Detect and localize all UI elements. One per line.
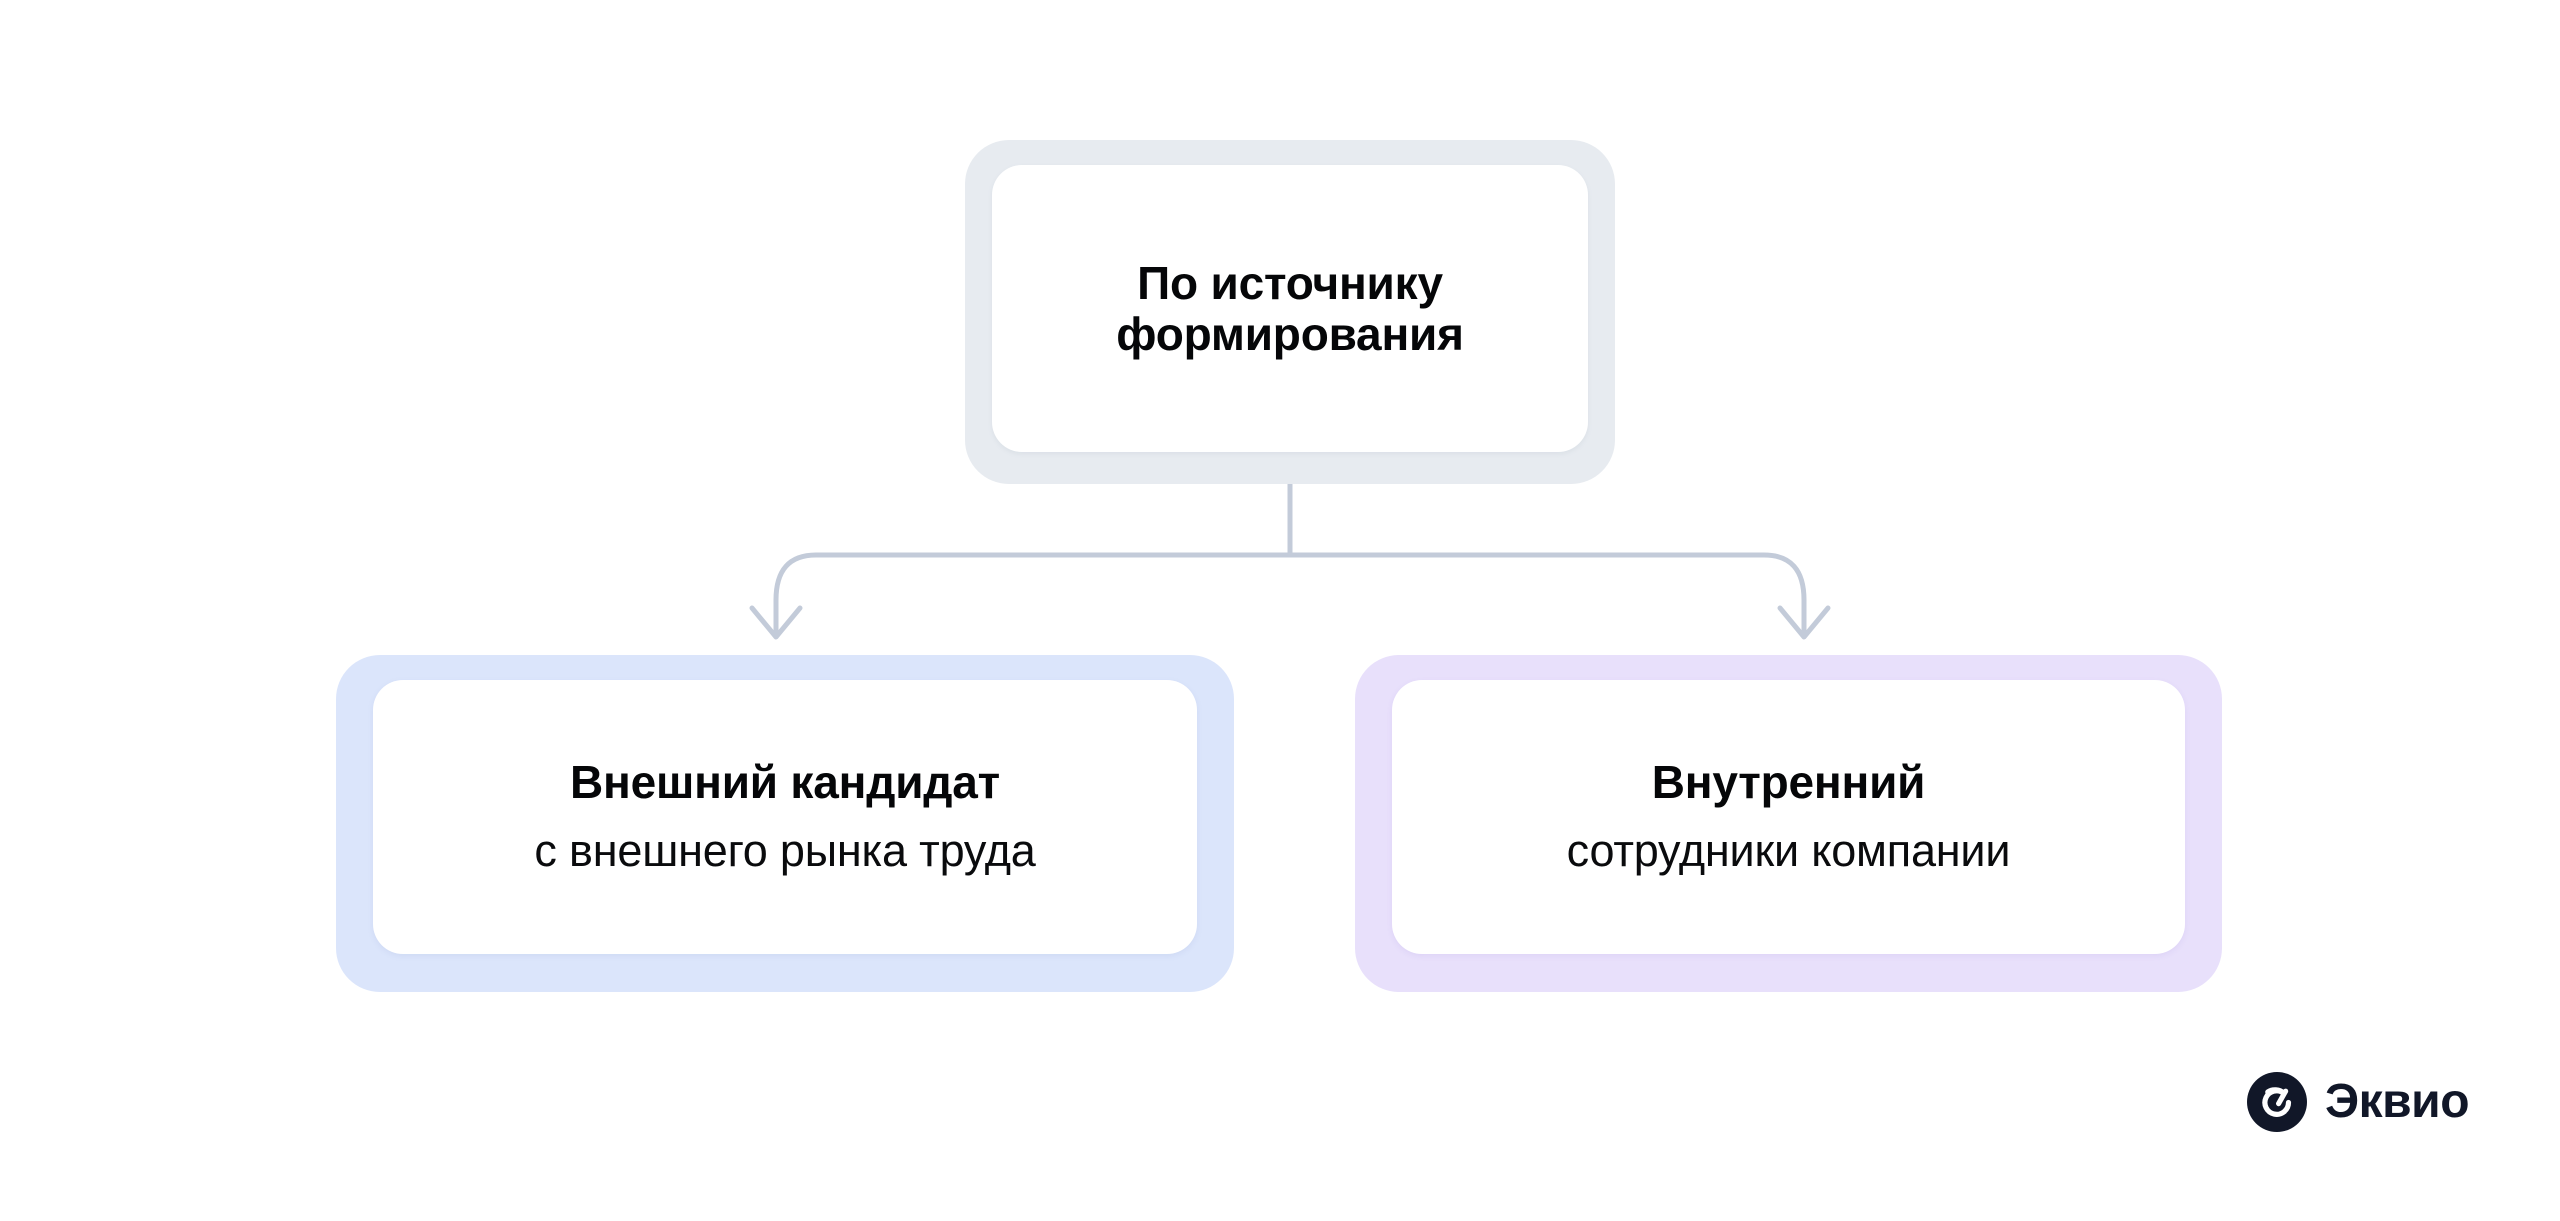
brand-logo: Эквио — [2247, 1072, 2470, 1132]
node-external-card: Внешний кандидат с внешнего рынка труда — [373, 680, 1197, 954]
connector-bar — [773, 552, 1807, 635]
node-root: По источнику формирования — [965, 140, 1615, 484]
node-external-candidate: Внешний кандидат с внешнего рынка труда — [336, 655, 1234, 992]
node-root-title: По источнику формирования — [1116, 256, 1464, 360]
node-root-card: По источнику формирования — [992, 165, 1588, 452]
node-internal-candidate: Внутренний сотрудники компании — [1355, 655, 2222, 992]
brand-logo-wordmark: Эквио — [2325, 1075, 2470, 1128]
node-external-title: Внешний кандидат — [569, 756, 1001, 809]
arrowhead-left-icon — [749, 605, 803, 640]
arrowhead-right-icon — [1777, 605, 1831, 640]
node-internal-title: Внутренний — [1651, 756, 1926, 809]
node-internal-card: Внутренний сотрудники компании — [1392, 680, 2185, 954]
node-internal-subtitle: сотрудники компании — [1566, 824, 2011, 876]
ekvio-circle-icon — [2247, 1072, 2307, 1132]
node-external-subtitle: с внешнего рынка труда — [534, 824, 1036, 876]
